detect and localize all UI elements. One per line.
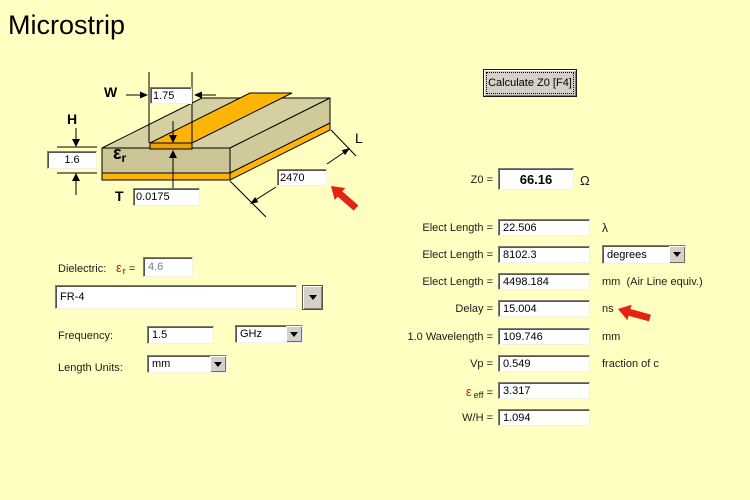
elect-length-airline-field[interactable]	[498, 273, 590, 290]
microstrip-diagram	[57, 72, 359, 218]
t-dimension-label: T	[115, 188, 124, 204]
eeff-field[interactable]	[498, 382, 590, 399]
vp-label: Vp =	[470, 358, 493, 370]
red-arrow-icon	[331, 186, 359, 211]
length-units-select[interactable]: mm	[147, 355, 227, 373]
h-dimension-label: H	[67, 111, 78, 127]
airline-unit-label: mm (Air Line equiv.)	[602, 276, 703, 288]
ohm-unit-label: Ω	[580, 173, 590, 188]
thickness-field[interactable]	[133, 188, 200, 206]
w-dimension-label: W	[104, 84, 118, 100]
length-units-label: Length Units:	[58, 362, 123, 374]
vp-field[interactable]	[498, 355, 590, 372]
l-dimension-label: L	[355, 130, 363, 146]
page-title: Microstrip	[8, 10, 126, 40]
chevron-down-icon[interactable]	[210, 356, 226, 372]
delay-label: Delay =	[455, 303, 493, 315]
ns-unit-label: ns	[602, 303, 614, 315]
epsilon-r-substrate-label: εr	[113, 143, 127, 165]
height-field[interactable]	[47, 151, 97, 169]
substrate-select[interactable]: FR-4	[55, 285, 297, 309]
vp-unit-label: fraction of c	[602, 358, 659, 370]
z0-label: Z0 =	[470, 174, 493, 186]
elect-length-airline-label: Elect Length =	[422, 276, 493, 288]
wh-ratio-field[interactable]	[498, 409, 590, 426]
width-field[interactable]	[150, 87, 192, 104]
elect-length-degrees-field[interactable]	[498, 246, 590, 263]
chevron-down-icon[interactable]	[669, 246, 685, 263]
wh-ratio-label: W/H =	[462, 412, 493, 424]
delay-field[interactable]	[498, 300, 590, 317]
epsilon-r-label: εr =	[116, 260, 136, 276]
substrate-dropdown-button[interactable]	[302, 285, 323, 310]
wavelength-field[interactable]	[498, 328, 590, 345]
lambda-unit-label: λ	[602, 221, 608, 235]
frequency-field[interactable]	[147, 326, 214, 344]
degrees-unit-select[interactable]: degrees	[602, 245, 686, 264]
chevron-down-icon	[308, 295, 317, 300]
elect-length-lambda-field[interactable]	[498, 219, 590, 236]
z0-result-field[interactable]	[498, 168, 574, 190]
elect-length-degrees-label: Elect Length =	[422, 249, 493, 261]
calculate-z0-button[interactable]: Calculate Z0 [F4]	[483, 69, 577, 97]
red-arrow-icon	[618, 304, 651, 322]
chevron-down-icon[interactable]	[286, 326, 302, 342]
wavelength-unit-label: mm	[602, 331, 621, 343]
elect-length-lambda-label: Elect Length =	[422, 222, 493, 234]
wavelength-label: 1.0 Wavelength =	[407, 331, 493, 343]
dielectric-er-field[interactable]	[143, 257, 193, 277]
frequency-label: Frequency:	[58, 330, 114, 342]
frequency-unit-select[interactable]: GHz	[235, 325, 303, 343]
dielectric-label: Dielectric:	[58, 263, 107, 275]
length-field[interactable]	[277, 169, 327, 186]
